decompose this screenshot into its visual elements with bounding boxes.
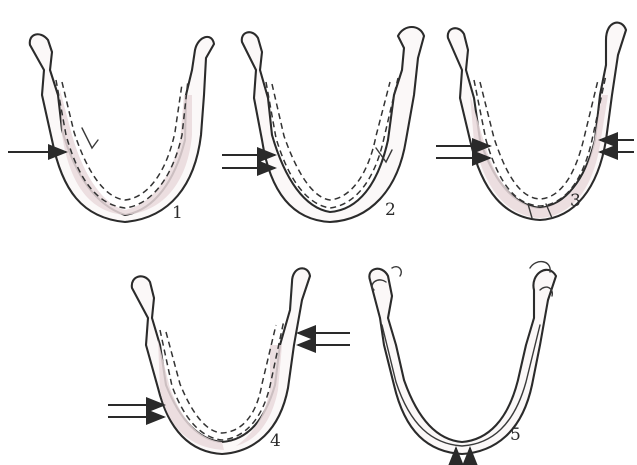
diagram-label-1: 1 <box>172 203 183 223</box>
diagram-label-2: 2 <box>385 200 396 220</box>
jaw-shading-4 <box>158 340 224 450</box>
diagram-label-4: 4 <box>270 431 281 451</box>
mandible-diagram-5: 5 <box>369 262 556 462</box>
diagram-label-5: 5 <box>510 425 521 445</box>
jaw-outline-4 <box>132 268 310 454</box>
mandible-diagram-4: 4 <box>108 268 350 454</box>
diagram-label-3: 3 <box>570 191 581 211</box>
mandible-diagram-3: 3 <box>436 23 634 220</box>
mandible-diagram-1: 1 <box>8 34 214 223</box>
fracture-line-1 <box>82 128 98 148</box>
mandible-diagram-2: 2 <box>222 27 424 222</box>
jaw-outline-5 <box>369 269 556 454</box>
jaw-outline-2 <box>242 27 424 222</box>
